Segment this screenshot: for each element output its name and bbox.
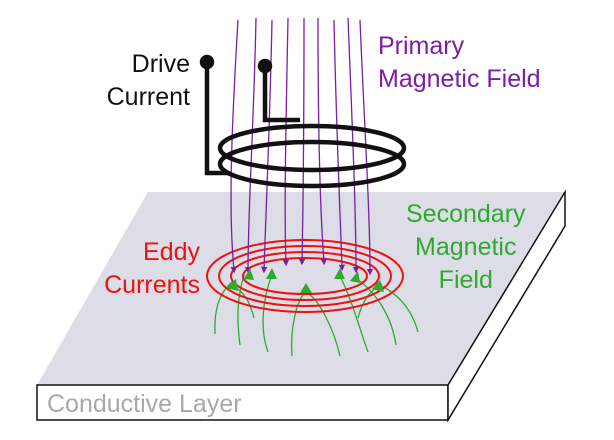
primary-field-line-1: Primary	[378, 32, 465, 60]
drive-coil	[199, 54, 407, 189]
primary-field-label: Primary Magnetic Field	[378, 30, 541, 96]
eddy-currents-line-1: Eddy	[143, 238, 200, 266]
secondary-field-label: Secondary Magnetic Field	[406, 198, 526, 297]
primary-field-lines	[230, 17, 374, 276]
primary-field-line-2: Magnetic Field	[378, 65, 541, 93]
eddy-currents-line-2: Currents	[104, 271, 200, 299]
secondary-field-line-1: Secondary	[406, 200, 526, 228]
coil-turn-lower	[217, 139, 407, 189]
secondary-field-line-3: Field	[438, 266, 493, 294]
eddy-ring-4	[242, 257, 368, 295]
eddy-ring-1	[206, 239, 404, 313]
eddy-current-rings	[206, 239, 404, 313]
eddy-ring-2	[218, 245, 392, 307]
conductive-layer	[36, 189, 566, 423]
secondary-field-line-2: Magnetic	[415, 233, 517, 261]
drive-current-label: Drive Current	[70, 48, 190, 114]
eddy-ring-3	[230, 251, 380, 301]
secondary-field-arrows	[226, 268, 384, 293]
plate-side-face	[447, 189, 566, 423]
drive-current-line-1: Drive	[131, 50, 190, 78]
coil-terminal-right	[257, 58, 273, 74]
coil-terminal-left	[199, 54, 215, 70]
eddy-currents-label: Eddy Currents	[70, 236, 200, 302]
drive-current-line-2: Current	[106, 83, 190, 111]
plate-top-face	[37, 192, 565, 385]
conductive-layer-label: Conductive Layer	[47, 390, 242, 418]
coil-turn-upper	[217, 123, 407, 173]
